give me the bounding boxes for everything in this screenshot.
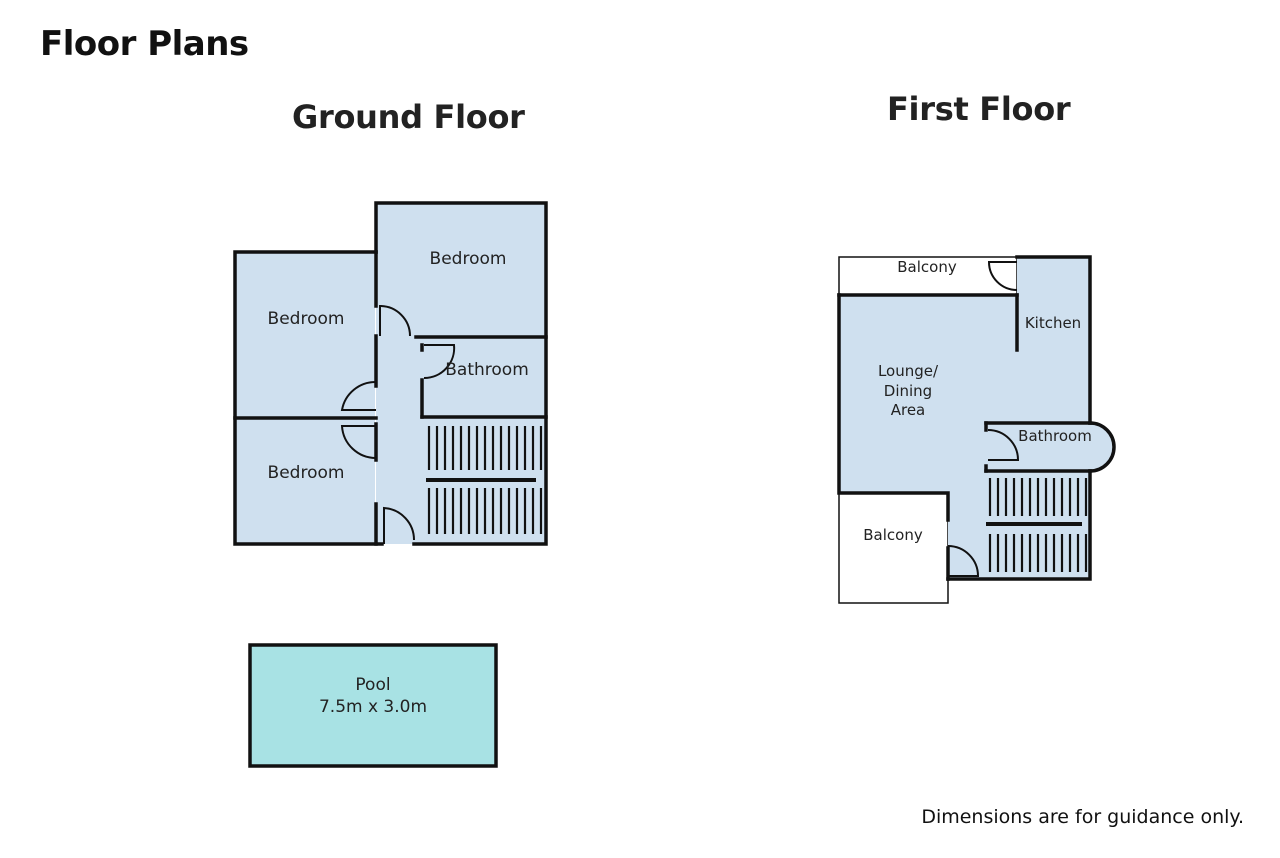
ground-bedroom-bottom-fill xyxy=(235,418,375,544)
pool-size: 7.5m x 3.0m xyxy=(319,697,427,717)
ground-floor-plan: Bedroom Bedroom Bedroom Bathroom Pool 7.… xyxy=(233,201,548,768)
ground-bathroom-label: Bathroom xyxy=(445,360,529,380)
first-balcony-bottom xyxy=(838,492,949,604)
first-floor-plan: Balcony Kitchen Lounge/ Dining Area Bath… xyxy=(837,255,1116,604)
first-kitchen-label: Kitchen xyxy=(1025,314,1081,332)
first-floor-title: First Floor xyxy=(887,90,1071,128)
ground-bedroom-bottom-label: Bedroom xyxy=(268,463,345,483)
ground-bedroom-top-label: Bedroom xyxy=(430,249,507,269)
pool-label: Pool xyxy=(355,675,390,695)
ground-bedroom-top-fill xyxy=(376,203,546,337)
first-bathroom-bulge-fill xyxy=(1090,423,1114,471)
ground-bathroom-fill xyxy=(422,338,546,417)
first-lounge-label-2: Dining xyxy=(884,382,932,400)
disclaimer-note: Dimensions are for guidance only. xyxy=(921,806,1244,828)
ground-bedroom-left-fill xyxy=(235,252,375,418)
first-lounge-label-1: Lounge/ xyxy=(878,362,939,380)
ground-floor-title: Ground Floor xyxy=(292,98,525,136)
first-doors xyxy=(947,261,1020,577)
first-bathroom-label: Bathroom xyxy=(1018,427,1092,445)
ground-bedroom-left-label: Bedroom xyxy=(268,309,345,329)
pool xyxy=(248,643,498,768)
ground-stairs xyxy=(426,426,543,534)
first-lounge-label-3: Area xyxy=(891,401,926,419)
first-stairs xyxy=(986,478,1088,572)
first-balcony-top-label: Balcony xyxy=(897,258,957,276)
page-title: Floor Plans xyxy=(40,24,249,64)
ground-doors xyxy=(340,304,456,544)
first-main-fill xyxy=(839,257,1090,579)
first-balcony-bottom-label: Balcony xyxy=(863,526,923,544)
